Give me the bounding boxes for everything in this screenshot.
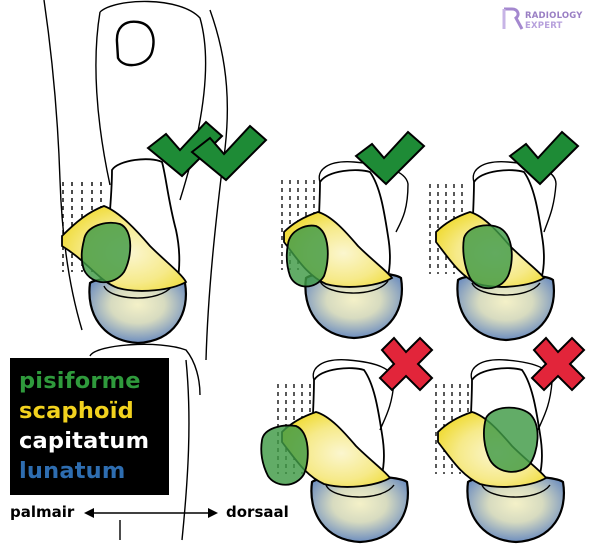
panel-top-right — [429, 130, 580, 342]
panel-top-middle — [281, 130, 426, 340]
radiology-expert-logo: RADIOLOGY EXPERT — [502, 7, 592, 33]
pisiform-bone — [260, 424, 309, 486]
panel-bottom-right — [435, 336, 586, 544]
pisiform-bone — [483, 406, 539, 473]
pisiform-bone — [285, 224, 329, 288]
logo-text-line1: RADIOLOGY — [525, 11, 583, 21]
palmar-label: palmair — [10, 503, 75, 521]
palmar-dorsal-arrow — [84, 508, 218, 518]
check-mark-icon — [354, 130, 426, 186]
panel-bottom-middle — [260, 336, 434, 544]
legend-item-scaphoid: scaphoïd — [19, 398, 134, 424]
scaphoid-bone — [281, 411, 392, 488]
pisiform-bone-main — [80, 221, 132, 284]
check-mark-icon — [508, 130, 580, 186]
pisiform-bone — [462, 224, 513, 290]
bone-legend: pisiforme scaphoïd capitatum lunatum — [10, 358, 169, 495]
cross-mark-icon — [530, 336, 586, 392]
logo-mark-icon — [502, 7, 524, 30]
thumbnail-outline — [115, 20, 155, 67]
check-mark-icon — [146, 120, 268, 182]
main-hand-outline — [43, 0, 229, 541]
legend-item-lunate: lunatum — [19, 458, 126, 484]
legend-item-capitate: capitatum — [19, 428, 150, 454]
logo-text-line2: EXPERT — [525, 21, 563, 31]
cross-mark-icon — [378, 336, 434, 392]
dorsal-label: dorsaal — [226, 503, 289, 521]
legend-item-pisiform: pisiforme — [19, 368, 141, 394]
